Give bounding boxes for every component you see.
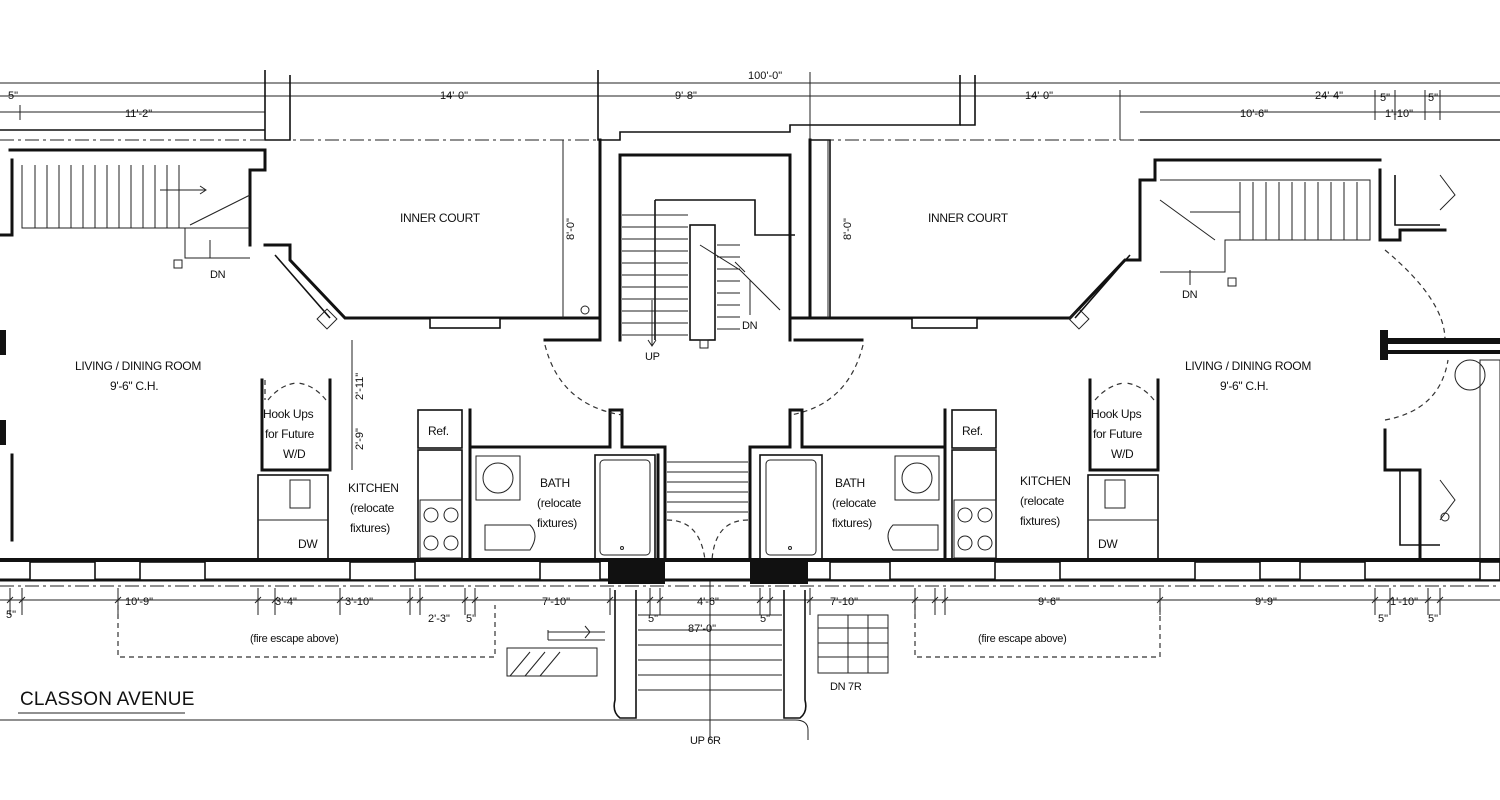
dim-bot-e: 5" [466,613,476,625]
dim-vert-left-a: 2'-11" [354,373,366,400]
living-left-ch: 9'-6" C.H. [110,379,158,393]
dim-top-right-b: 5" [1380,92,1390,104]
dim-bot-l: 5" [1378,613,1388,625]
kitchen-right-1: KITCHEN [1020,474,1071,488]
front-stoop: UP 6R DN 7R [0,590,889,747]
bath-left-3: fixtures) [537,516,577,530]
hookup-right-1: Hook Ups [1091,407,1142,421]
dim-top-left-edge: 5" [8,90,18,102]
hookup-right-2: for Future [1093,427,1143,441]
dim-bot-i: 7'-10" [830,596,858,608]
dim-top-right-c: 5" [1428,92,1438,104]
dim-top-right-group: 24'-4" [1315,90,1343,102]
dn-7r: DN 7R [830,681,862,693]
living-left-label: LIVING / DINING ROOM [75,359,201,373]
left-unit: DN 8'-0" INNER COURT LIVING / DINING ROO… [0,138,667,562]
dim-top-left-court: 14'-0" [440,90,468,102]
dim-top-right-a: 10'-6" [1240,108,1268,120]
hookup-left-1: Hook Ups [263,407,314,421]
center-up: UP [645,351,660,363]
stair-right: DN [1138,158,1382,301]
dim-vert-left-b: 2'-9" [354,428,366,450]
kitchen-left-1: KITCHEN [348,481,399,495]
stair-left: DN [8,148,267,281]
dim-top-right-court: 14'-0" [1025,90,1053,102]
dim-bot-m: 1'-10" [1390,596,1418,608]
living-right-label: LIVING / DINING ROOM [1185,359,1311,373]
dim-bot-h: 5" [760,613,770,625]
inner-court-right-label: INNER COURT [928,211,1009,225]
dim-bot-n: 5" [1428,613,1438,625]
kitchen-left-2: (relocate [350,501,395,515]
front-facade [0,558,1500,584]
kitchen-right-3: fixtures) [1020,514,1060,528]
hookup-left-3: W/D [283,447,306,461]
bath-right-1: BATH [835,476,865,490]
right-unit: 8'-0" INNER COURT DN LIVING / DINING [750,138,1500,562]
hookup-left-2: for Future [265,427,315,441]
dim-bot-f: 7'-10" [542,596,570,608]
bath-right-2: (relocate [832,496,877,510]
dim-bot-j: 9'-6" [1038,596,1060,608]
stair-right-dn: DN [1182,289,1198,301]
dim-bot-c: 3'-10" [345,596,373,608]
dim-bot-g: 5" [648,613,658,625]
dim-court-depth-right: 8'-0" [842,218,854,240]
kitchen-right-2: (relocate [1020,494,1065,508]
dw-left: DW [298,537,318,551]
fire-escape-left: (fire escape above) [250,633,338,645]
hookup-right-3: W/D [1111,447,1134,461]
bath-left-1: BATH [540,476,570,490]
inner-court-left-label: INNER COURT [400,211,481,225]
wd-closet-left: Hook Ups for Future W/D [260,378,332,472]
dim-top-center: 9'-8" [675,90,697,102]
center-stair: DN UP [544,153,864,562]
wd-closet-right: Hook Ups for Future W/D [1088,378,1160,472]
centerlines [0,139,1500,740]
dim-top-overall: 100'-0" [748,70,782,82]
bath-right-3: fixtures) [832,516,872,530]
stair-left-dn: DN [210,269,226,281]
fire-escapes: (fire escape above) (fire escape above) [117,605,1161,677]
center-dn: DN [742,320,758,332]
up-6r: UP 6R [690,735,721,747]
dim-bot-d: 2'-3" [428,613,450,625]
ref-right: Ref. [962,424,983,438]
dw-right: DW [1098,537,1118,551]
bottom-dimensions: 5" 10'-9" 3'-4" 3'-10" 2'-3" 5" 7'-10" 5… [0,588,1500,635]
dim-bot-a: 10'-9" [125,596,153,608]
dim-bot-b: 3'-4" [275,596,297,608]
street-label: CLASSON AVENUE [20,689,195,710]
dim-bot-overall: 87'-0" [688,623,716,635]
fire-escape-right: (fire escape above) [978,633,1066,645]
top-dimensions: 100'-0" 14'-0" 9'-8" 14'-0" 5" 11'-2" 24… [0,70,1500,140]
dim-court-depth-left: 8'-0" [565,218,577,240]
ref-left: Ref. [428,424,449,438]
dim-bot-center: 4'-6" [697,596,719,608]
upper-walls [0,70,1500,150]
living-right-ch: 9'-6" C.H. [1220,379,1268,393]
kitchen-left-3: fixtures) [350,521,390,535]
dim-top-right-d: 1'-10" [1385,108,1413,120]
bath-left-2: (relocate [537,496,582,510]
dim-bot-left-edge: 5" [6,609,16,621]
dim-top-left-partial: 11'-2" [125,108,152,120]
dim-bot-k: 9'-9" [1255,596,1277,608]
